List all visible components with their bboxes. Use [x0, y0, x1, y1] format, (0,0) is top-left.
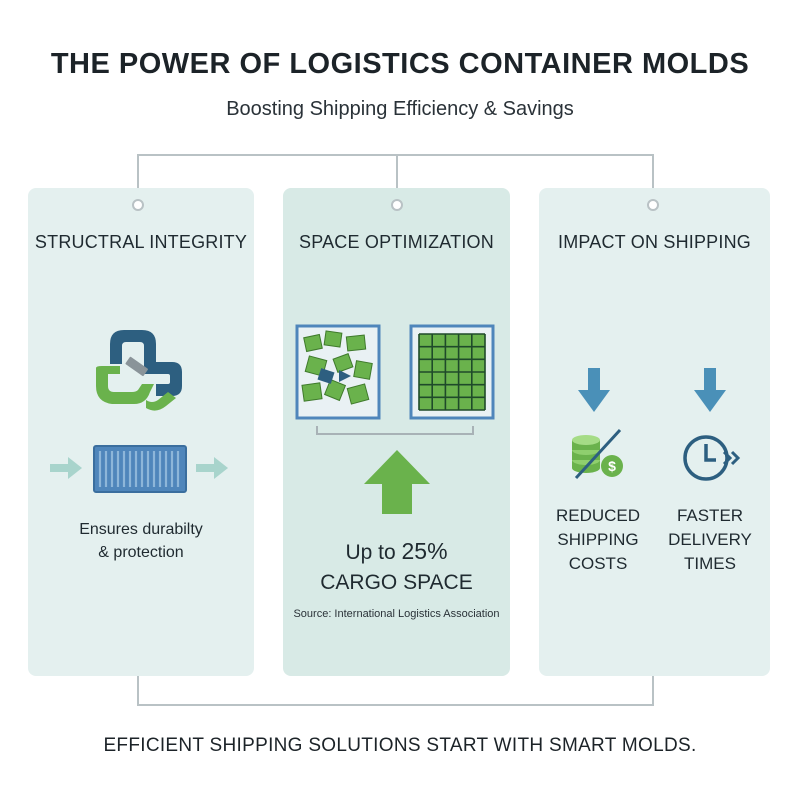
delivery-time-icon: [683, 368, 741, 481]
impact-item-delivery: FASTER DELIVERY TIMES: [662, 504, 758, 576]
shipping-container-icon: [93, 445, 187, 493]
caption-line-2: & protection: [98, 544, 184, 561]
clock-fast-icon: [683, 435, 741, 481]
stat-suffix: CARGO SPACE: [320, 571, 473, 594]
page-subtitle: Boosting Shipping Efficiency & Savings: [226, 98, 574, 120]
arrow-right-icon: [50, 457, 82, 479]
space-comparison-icons: [295, 324, 495, 435]
organized-grid-icon: [409, 324, 495, 420]
panel-title-impact: IMPACT ON SHIPPING: [558, 232, 751, 252]
stat-source: Source: International Logistics Associat…: [293, 608, 500, 620]
panel-impact-on-shipping: [539, 188, 770, 676]
page-title: THE POWER OF LOGISTICS CONTAINER MOLDS: [50, 48, 750, 80]
structural-caption: Ensures durabilty & protection: [28, 518, 254, 564]
arrow-down-icon: [578, 368, 610, 412]
interlocking-links-icon: [96, 330, 182, 411]
stat-value: 25%: [401, 538, 448, 564]
costs-line-1: REDUCED: [555, 506, 641, 525]
panel-structural-integrity: [28, 188, 254, 676]
arrow-right-icon: [196, 457, 228, 479]
arrow-down-icon: [694, 368, 726, 412]
shipping-container-row: [50, 445, 228, 493]
disorganized-boxes-icon: [295, 324, 381, 420]
costs-line-2: SHIPPING: [557, 530, 639, 549]
svg-text:$: $: [608, 458, 616, 474]
delivery-line-1: FASTER: [676, 506, 744, 525]
coins-dollar-icon: $: [572, 428, 623, 480]
footer-tagline: EFFICIENT SHIPPING SOLUTIONS START WITH …: [103, 735, 697, 756]
panel-title-space: SPACE OPTIMIZATION: [299, 232, 494, 252]
space-stat-line: Up to 25%: [283, 538, 510, 565]
delivery-line-2: DELIVERY: [668, 530, 752, 549]
delivery-line-3: TIMES: [684, 554, 736, 573]
caption-line-1: Ensures durabilty: [79, 521, 203, 538]
costs-line-3: COSTS: [568, 554, 628, 573]
arrow-up-icon: [364, 450, 430, 514]
panel-title-structural: STRUCTRAL INTEGRITY: [34, 232, 248, 252]
stat-prefix: Up to: [345, 541, 396, 564]
cost-reduction-icon: $: [572, 368, 623, 480]
impact-item-costs: REDUCED SHIPPING COSTS: [550, 504, 646, 576]
